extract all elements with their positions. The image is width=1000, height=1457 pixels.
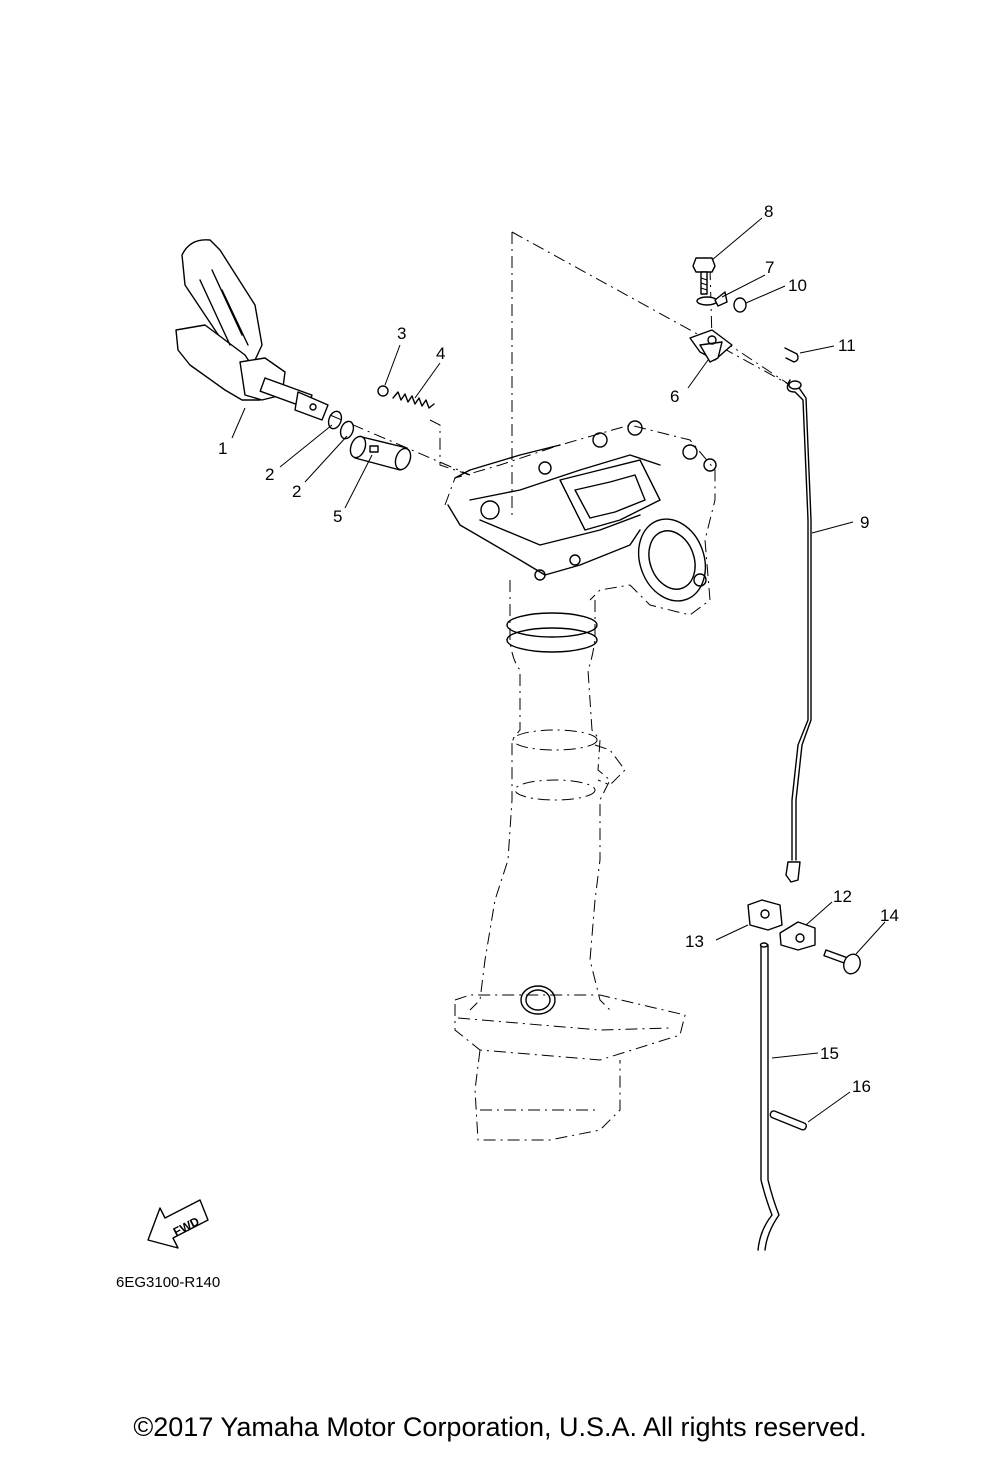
leader-lines (231, 217, 886, 1123)
part-1-handle (175, 239, 329, 421)
callout-16: 16 (852, 1077, 871, 1096)
assembly-lines (329, 231, 791, 515)
part-3-ball (377, 385, 389, 397)
part-16-pin (769, 1110, 808, 1131)
callout-12: 12 (833, 887, 852, 906)
copyright-notice: ©2017 Yamaha Motor Corporation, U.S.A. A… (133, 1412, 867, 1442)
callout-8: 8 (764, 202, 773, 221)
callouts: 1 2 2 3 4 5 6 7 8 9 10 11 12 13 14 15 16 (218, 202, 899, 1096)
part-5-bushing (349, 435, 412, 471)
callout-4: 4 (436, 344, 445, 363)
diagram-code: 6EG3100-R140 (116, 1274, 220, 1291)
part-15-lower-rod (757, 942, 780, 1251)
part-10-washer (733, 297, 747, 313)
callout-2b: 2 (292, 482, 301, 501)
callout-5: 5 (333, 507, 342, 526)
callout-11: 11 (838, 336, 856, 355)
part-9-shift-rod (785, 379, 812, 883)
callout-6: 6 (670, 387, 679, 406)
callout-7: 7 (765, 258, 774, 277)
callout-15: 15 (820, 1044, 839, 1063)
part-8-bolt (692, 257, 716, 295)
callout-13: 13 (685, 932, 704, 951)
part-7-washer (696, 291, 728, 307)
part-14-screw (823, 949, 861, 975)
callout-9: 9 (860, 513, 869, 532)
callout-2a: 2 (265, 465, 274, 484)
callout-14: 14 (880, 906, 899, 925)
part-12-connector (779, 921, 816, 951)
lower-unit-housing (444, 420, 717, 1141)
part-2-o-rings (327, 410, 355, 440)
part-4-spring (392, 391, 435, 409)
part-13-connector (747, 899, 783, 931)
part-11-clip (784, 347, 799, 363)
callout-3: 3 (397, 324, 406, 343)
callout-10: 10 (788, 276, 807, 295)
part-6-lever (689, 329, 733, 363)
callout-1: 1 (218, 439, 227, 458)
fwd-arrow-icon: FWD (147, 1199, 209, 1249)
